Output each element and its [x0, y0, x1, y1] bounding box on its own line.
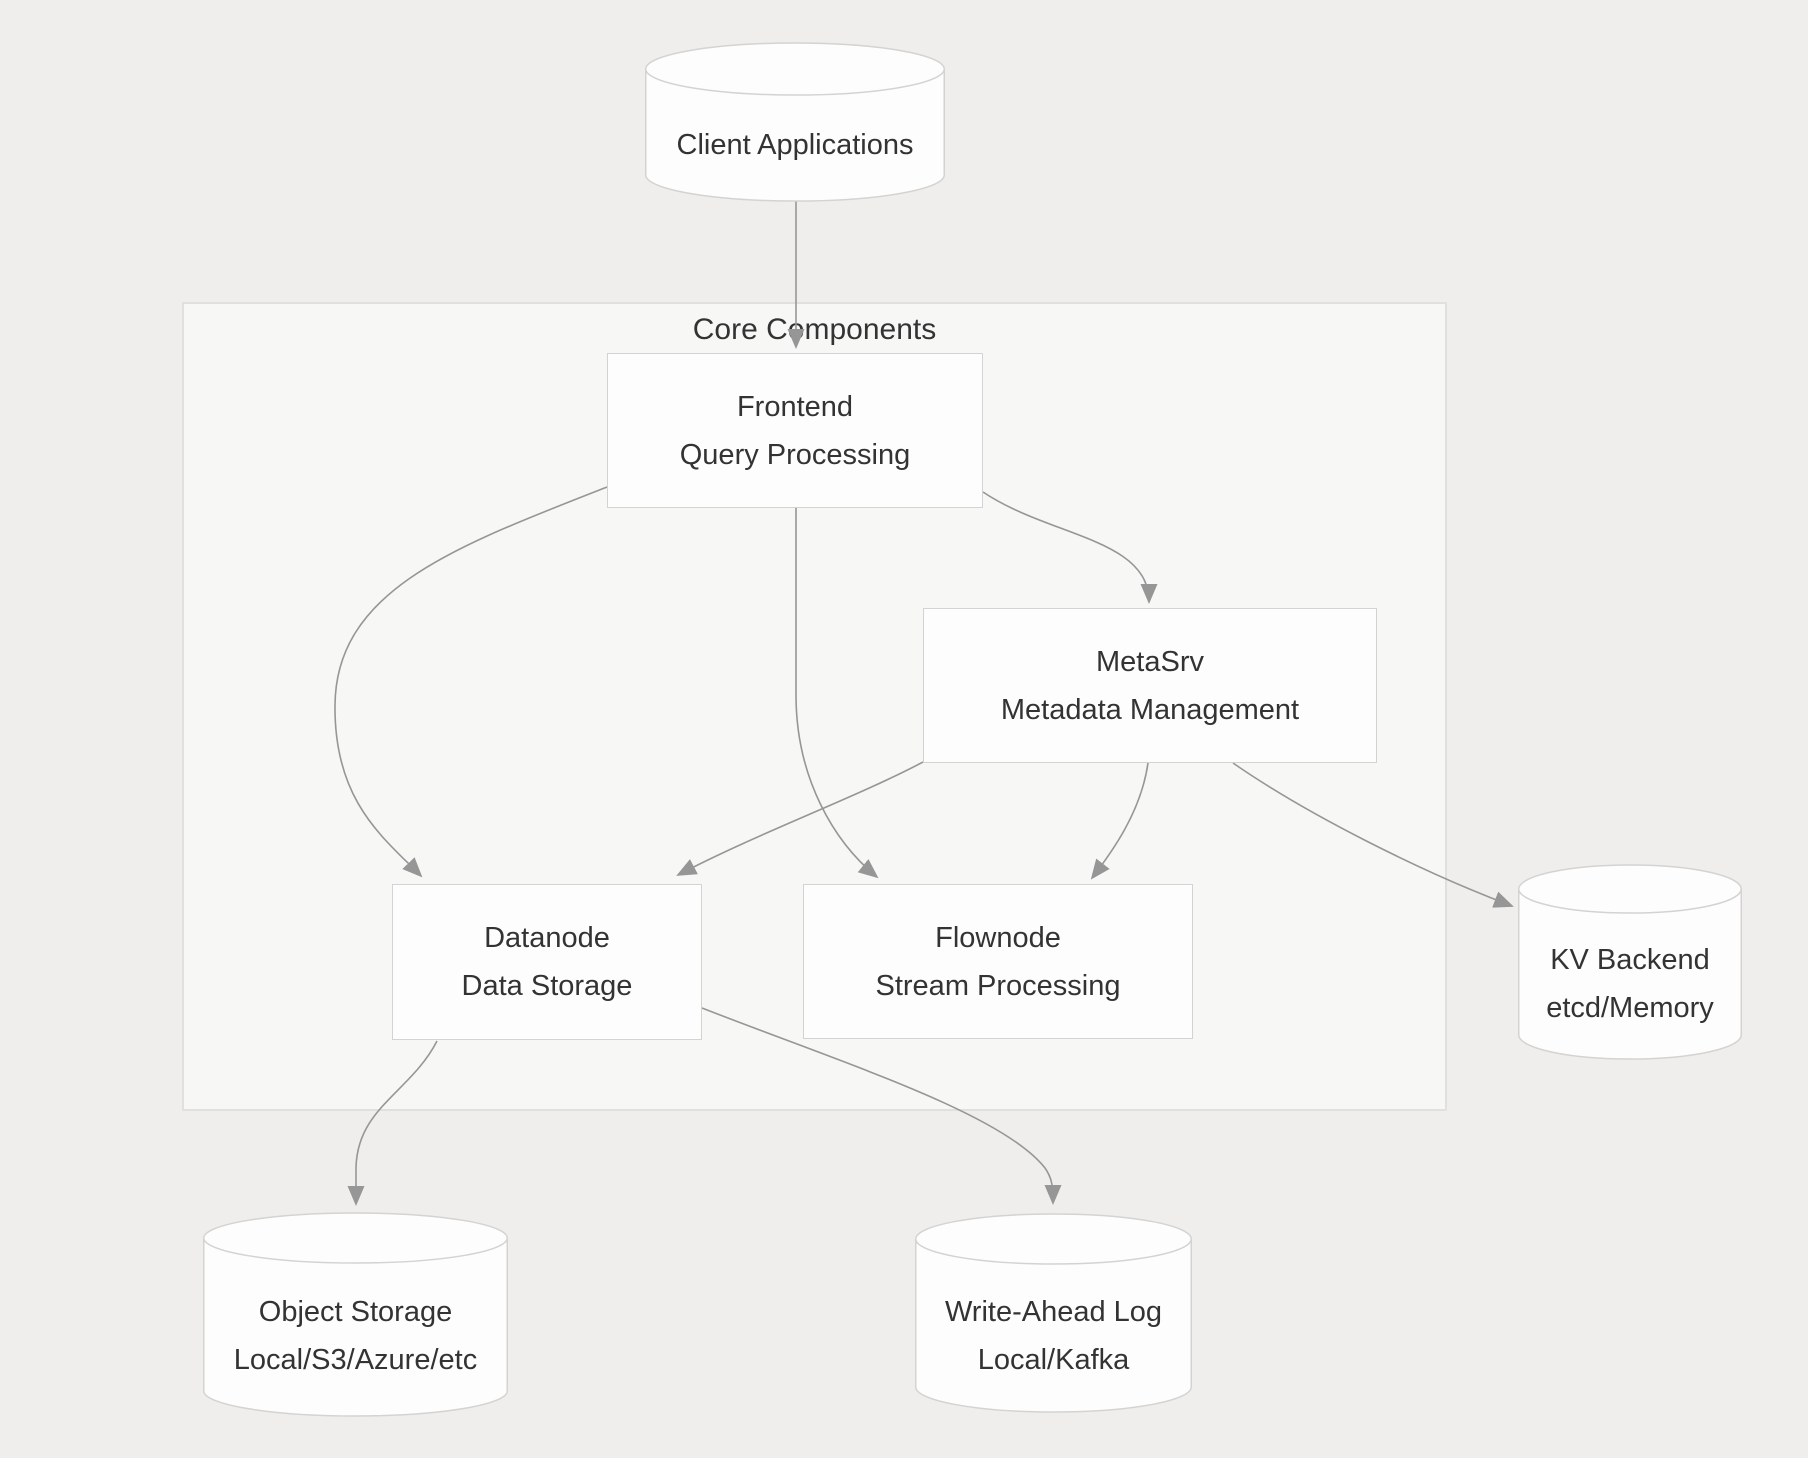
- node-sublabel: Stream Processing: [875, 969, 1121, 1002]
- node-kv-backend: KV Backend etcd/Memory: [1518, 864, 1742, 1060]
- subgraph-label: Core Components: [692, 313, 937, 346]
- cylinder-shape: [203, 1212, 508, 1417]
- edge-datanode-to-object-storage: [347, 1040, 438, 1206]
- node-sublabel: etcd/Memory: [1546, 992, 1714, 1024]
- node-sublabel: Metadata Management: [1000, 693, 1300, 726]
- node-label: MetaSrv: [1096, 645, 1204, 678]
- node-label: Frontend: [736, 390, 854, 423]
- cylinder-shape: [645, 42, 945, 202]
- node-object-storage: Object Storage Local/S3/Azure/etc: [203, 1212, 508, 1417]
- node-label: Object Storage: [258, 1296, 453, 1328]
- edge-datanode-to-write-ahead-log: [701, 1007, 1062, 1205]
- node-sublabel: Local/S3/Azure/etc: [233, 1344, 478, 1376]
- edge-frontend-to-metasrv: [982, 491, 1158, 604]
- node-sublabel: Local/Kafka: [977, 1344, 1130, 1376]
- node-label: Flownode: [935, 921, 1061, 954]
- node-client-applications: Client Applications: [645, 42, 945, 202]
- cylinder-shape: [915, 1213, 1192, 1413]
- node-label: Write-Ahead Log: [944, 1296, 1163, 1328]
- node-datanode: Datanode Data Storage: [392, 884, 702, 1040]
- node-frontend: Frontend Query Processing: [607, 353, 983, 508]
- cylinder-shape: [1518, 864, 1742, 1060]
- edge-frontend-to-datanode: [334, 486, 608, 878]
- edge-metasrv-to-kv-backend: [1232, 762, 1514, 908]
- node-write-ahead-log: Write-Ahead Log Local/Kafka: [915, 1213, 1192, 1413]
- node-sublabel: Data Storage: [461, 970, 633, 1002]
- edge-metasrv-to-datanode: [676, 761, 924, 876]
- edge-metasrv-to-flownode: [1090, 762, 1149, 880]
- node-label: KV Backend: [1550, 944, 1710, 976]
- node-sublabel: Query Processing: [679, 438, 911, 471]
- edge-frontend-to-flownode: [795, 508, 879, 879]
- node-metasrv: MetaSrv Metadata Management: [923, 608, 1377, 763]
- node-flownode: Flownode Stream Processing: [803, 884, 1193, 1039]
- node-label: Datanode: [484, 922, 610, 954]
- node-label: Client Applications: [676, 129, 914, 161]
